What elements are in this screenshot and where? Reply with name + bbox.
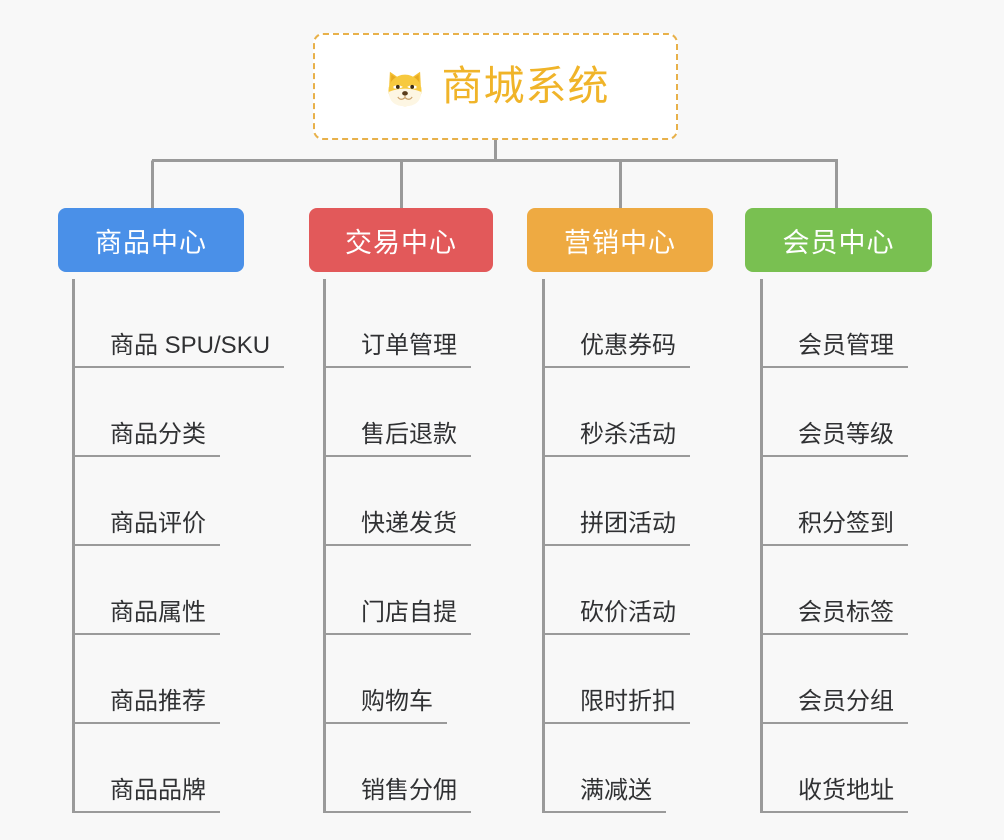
branch-header-label: 会员中心 bbox=[782, 227, 895, 258]
leaf-item[interactable]: 拼团活动 bbox=[542, 457, 690, 546]
branch-header-label: 交易中心 bbox=[345, 227, 457, 258]
leaf-item[interactable]: 收货地址 bbox=[760, 724, 908, 813]
leaf-item[interactable]: 商品推荐 bbox=[72, 635, 220, 724]
leaf-item-label: 限时折扣 bbox=[542, 688, 690, 724]
leaf-item-label: 订单管理 bbox=[323, 332, 471, 368]
root-title: 商城系统 bbox=[441, 63, 610, 109]
root-node[interactable]: 商城系统 bbox=[313, 33, 678, 140]
leaf-item[interactable]: 门店自提 bbox=[323, 546, 471, 635]
leaf-item-label: 快递发货 bbox=[323, 510, 471, 546]
leaf-item-label: 商品 SPU/SKU bbox=[72, 332, 285, 368]
leaf-item-label: 售后退款 bbox=[323, 421, 471, 457]
leaf-item[interactable]: 售后退款 bbox=[323, 368, 471, 457]
leaf-item[interactable]: 会员等级 bbox=[760, 368, 908, 457]
leaf-item-label: 会员标签 bbox=[760, 599, 908, 635]
shiba-dog-icon bbox=[382, 66, 428, 112]
branch-header-label: 营销中心 bbox=[564, 227, 676, 258]
leaf-item[interactable]: 销售分佣 bbox=[323, 724, 471, 813]
leaf-item-label: 优惠券码 bbox=[542, 332, 690, 368]
branch-header-label: 商品中心 bbox=[95, 227, 207, 258]
branch-spine bbox=[323, 279, 326, 813]
branch-header-member-center[interactable]: 会员中心 bbox=[745, 208, 932, 272]
leaf-item-label: 会员分组 bbox=[760, 688, 908, 724]
leaf-item-label: 拼团活动 bbox=[542, 510, 690, 546]
leaf-item[interactable]: 商品分类 bbox=[72, 368, 220, 457]
leaf-item[interactable]: 优惠券码 bbox=[542, 279, 690, 368]
leaf-item[interactable]: 会员管理 bbox=[760, 279, 908, 368]
leaf-item[interactable]: 快递发货 bbox=[323, 457, 471, 546]
leaf-item[interactable]: 订单管理 bbox=[323, 279, 471, 368]
leaf-item-label: 商品属性 bbox=[72, 599, 220, 635]
branch-spine bbox=[760, 279, 763, 813]
leaf-item[interactable]: 会员分组 bbox=[760, 635, 908, 724]
leaf-item[interactable]: 商品 SPU/SKU bbox=[72, 279, 285, 368]
leaf-item[interactable]: 积分签到 bbox=[760, 457, 908, 546]
branch-header-product-center[interactable]: 商品中心 bbox=[58, 208, 244, 272]
leaf-item-label: 砍价活动 bbox=[542, 599, 690, 635]
leaf-item-label: 商品评价 bbox=[72, 510, 220, 546]
branch-spine bbox=[542, 279, 545, 813]
leaf-item-label: 会员等级 bbox=[760, 421, 908, 457]
leaf-item[interactable]: 秒杀活动 bbox=[542, 368, 690, 457]
leaf-item-label: 积分签到 bbox=[760, 510, 908, 546]
leaf-item[interactable]: 会员标签 bbox=[760, 546, 908, 635]
leaf-item[interactable]: 商品品牌 bbox=[72, 724, 220, 813]
leaf-item-label: 门店自提 bbox=[323, 599, 471, 635]
leaf-item-label: 会员管理 bbox=[760, 332, 908, 368]
leaf-item[interactable]: 商品属性 bbox=[72, 546, 220, 635]
leaf-item[interactable]: 购物车 bbox=[323, 635, 447, 724]
leaf-item-label: 满减送 bbox=[542, 777, 666, 813]
leaf-item[interactable]: 限时折扣 bbox=[542, 635, 690, 724]
branch-spine bbox=[72, 279, 75, 813]
leaf-item-label: 商品分类 bbox=[72, 421, 220, 457]
leaf-item[interactable]: 满减送 bbox=[542, 724, 666, 813]
leaf-item-label: 商品品牌 bbox=[72, 777, 220, 813]
leaf-item-label: 销售分佣 bbox=[323, 777, 471, 813]
leaf-item-label: 商品推荐 bbox=[72, 688, 220, 724]
leaf-item[interactable]: 商品评价 bbox=[72, 457, 220, 546]
leaf-item[interactable]: 砍价活动 bbox=[542, 546, 690, 635]
branch-header-trade-center[interactable]: 交易中心 bbox=[309, 208, 493, 272]
leaf-item-label: 收货地址 bbox=[760, 777, 908, 813]
branch-header-marketing-center[interactable]: 营销中心 bbox=[527, 208, 713, 272]
leaf-item-label: 购物车 bbox=[323, 688, 447, 724]
leaf-item-label: 秒杀活动 bbox=[542, 421, 690, 457]
